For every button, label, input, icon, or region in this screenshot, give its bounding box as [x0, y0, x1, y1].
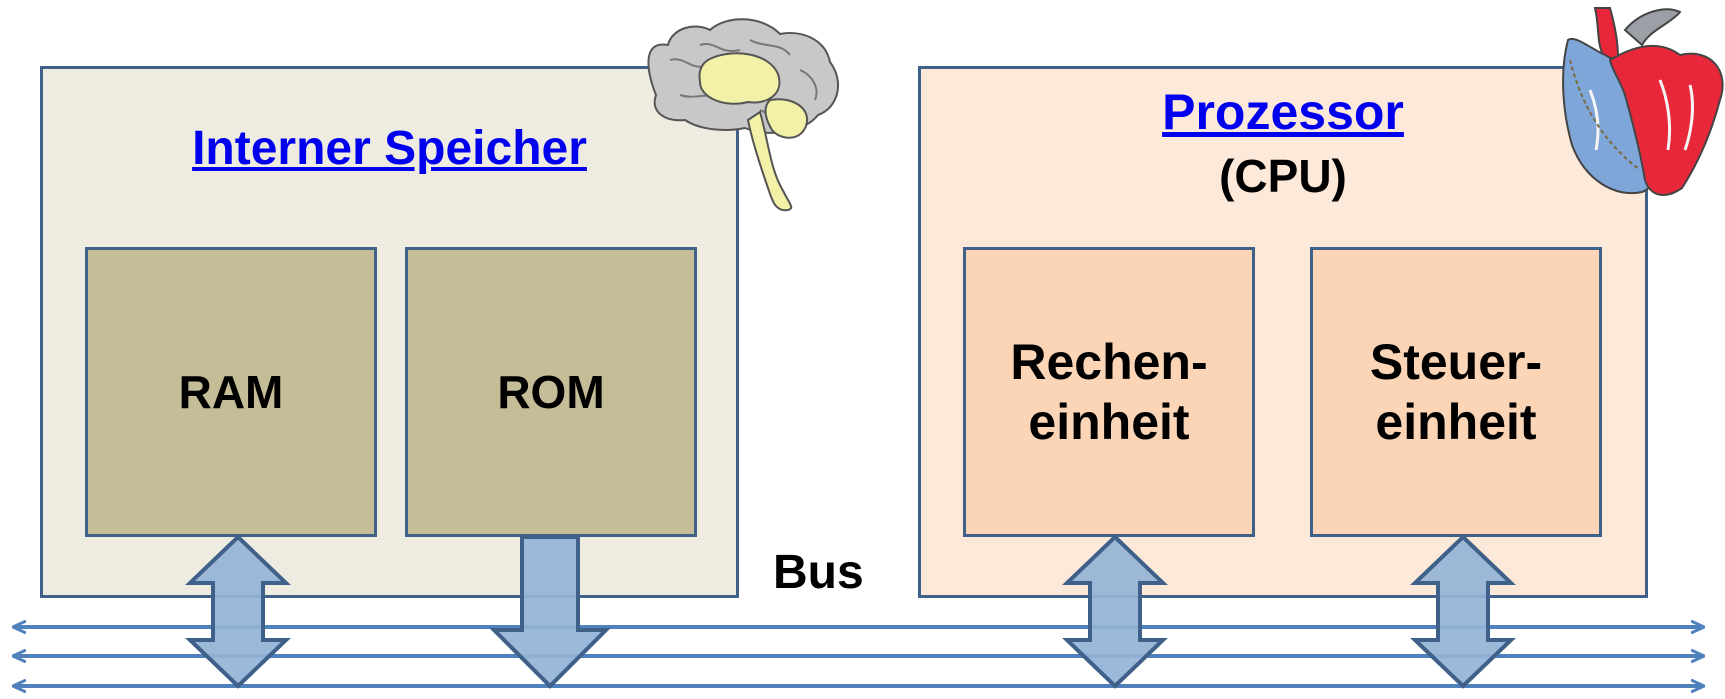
memory-title-link[interactable]: Interner Speicher [192, 122, 587, 175]
heart-icon [1562, 7, 1724, 196]
rechenwerk-label-line1: Rechen- [1010, 334, 1208, 390]
ram-label: RAM [178, 366, 284, 418]
steuerwerk-module: Steuer- einheit [1310, 247, 1602, 537]
processor-title-link[interactable]: Prozessor [1162, 84, 1404, 140]
bus-lines [14, 627, 1703, 686]
brain-icon [647, 18, 839, 212]
rechenwerk-bus-arrow [1062, 534, 1168, 689]
rom-module: ROM [405, 247, 697, 537]
bus-label: Bus [773, 546, 864, 599]
steuerwerk-bus-arrow [1410, 534, 1516, 689]
steuerwerk-label-line1: Steuer- [1369, 334, 1543, 390]
ram-bus-arrow [185, 534, 291, 689]
steuerwerk-label-line2: einheit [1375, 394, 1537, 450]
processor-subtitle: (CPU) [1219, 150, 1347, 202]
rom-bus-arrow [489, 535, 611, 689]
rechenwerk-label-line2: einheit [1028, 394, 1190, 450]
rechenwerk-module: Rechen- einheit [963, 247, 1255, 537]
ram-module: RAM [85, 247, 377, 537]
rom-label: ROM [497, 366, 605, 418]
